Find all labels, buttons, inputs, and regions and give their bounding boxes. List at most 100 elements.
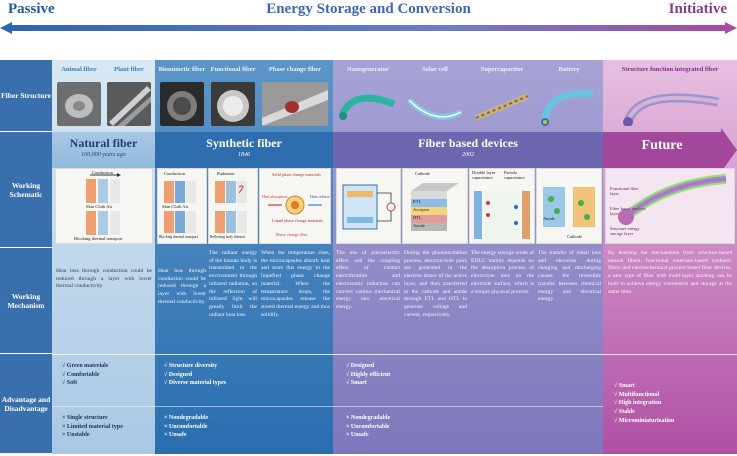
radiation-diagram bbox=[215, 181, 247, 233]
integrated-fiber bbox=[623, 93, 719, 126]
structure-functional-fiber: Functional fiber bbox=[208, 62, 258, 128]
solar-cell-diagram bbox=[411, 183, 459, 231]
structure-nanogenerator: Nanogenerator bbox=[335, 62, 401, 128]
label-blocking-thermal-2: Blocking thermal transport bbox=[159, 235, 198, 239]
integrated-fiber-diagram bbox=[618, 174, 727, 225]
phase-change-fiber-micrograph bbox=[262, 82, 328, 126]
era-future-title: Future bbox=[641, 138, 683, 153]
header-right-title: Initiative bbox=[668, 1, 727, 17]
phase-change-diagram bbox=[268, 195, 322, 215]
era-devices-date: 2002 bbox=[462, 152, 474, 158]
rowhead-schematic: Working Schematic bbox=[0, 132, 52, 248]
label-double-layer: Double layer capacitance bbox=[472, 170, 496, 180]
label-functional-layer: Functional fiber layer bbox=[610, 186, 639, 196]
structure-battery: Battery bbox=[536, 62, 602, 128]
label-cathode: Cathode bbox=[415, 171, 430, 176]
passive-initiative-arrow bbox=[0, 22, 737, 34]
era-devices-title: Fiber based devices bbox=[418, 136, 518, 150]
label-skin-cloth-air-2: Skin Cloth Air bbox=[162, 204, 189, 209]
mechanism-solar-cell: During the photoexcitation process, elec… bbox=[404, 250, 467, 318]
label-heat-release: Heat release bbox=[310, 194, 330, 199]
era-synthetic: Synthetic fiber 1846 bbox=[155, 132, 333, 168]
era-future-arrow bbox=[603, 128, 737, 172]
era-synthetic-date: 1846 bbox=[238, 152, 250, 158]
era-devices: Fiber based devices 2002 bbox=[333, 132, 603, 168]
schematic-functional: Radiation Reflecting body thermal bbox=[208, 168, 258, 244]
label-htl: HTL bbox=[413, 215, 422, 220]
schematic-phase-change: Solid phase change materials Heat absorp… bbox=[259, 168, 331, 244]
header-center-title: Energy Storage and Conversion bbox=[266, 1, 471, 17]
advantages-synthetic: √ Structure diversity √ Designed √ Diver… bbox=[164, 363, 227, 387]
rowhead-mechanism: Working Mechanism bbox=[0, 248, 52, 354]
structure-supercapacitor: Supercapacitor bbox=[469, 62, 535, 128]
label-blocking-thermal: Blocking thermal transport bbox=[74, 236, 123, 241]
mechanism-phase-change: When the temperature rises, the microcap… bbox=[261, 250, 330, 318]
plant-fiber-micrograph bbox=[107, 82, 151, 126]
header-left-title: Passive bbox=[8, 1, 55, 17]
mechanism-natural: Heat loss through conduction could be re… bbox=[56, 268, 152, 290]
label-skin-cloth-air: Skin Cloth Air bbox=[86, 204, 113, 209]
biomimetic-fiber-micrograph bbox=[160, 82, 204, 126]
label-anode: Anode bbox=[413, 223, 425, 228]
mechanism-functional: The radiant energy of the human body is … bbox=[209, 250, 257, 318]
rowhead-advantage: Advantage and Disadvantage bbox=[0, 354, 52, 454]
structure-biomimetic-fiber: Biomimetic fiber bbox=[157, 62, 207, 128]
battery-fiber bbox=[541, 90, 594, 126]
advantages-natural: √ Green materials √ Comfortable √ Soft bbox=[62, 363, 109, 387]
schematic-solar-cell: Cathode ETL Acceptor HTL Anode bbox=[402, 168, 468, 244]
biomimetic-conduction-diagram bbox=[164, 181, 196, 233]
functional-fiber-micrograph bbox=[211, 82, 255, 126]
disadvantages-natural: × Single structure × Limited material ty… bbox=[62, 415, 123, 439]
label-device-layer: Fiber based devices layer bbox=[610, 206, 646, 216]
disadvantages-devices: × Nondegradable × Uncomfortable × Unsafe bbox=[346, 415, 391, 439]
era-natural-date: 100,000 years ago bbox=[81, 152, 126, 158]
mechanism-battery: The transfer of metal ions and electrons… bbox=[538, 250, 601, 303]
disadvantages-synthetic: × Nondegradable × Uncomfortable × Unsafe bbox=[164, 415, 209, 439]
structure-integrated-fiber: Structure function integrated fiber bbox=[605, 62, 735, 128]
advantages-devices: √ Designed √ Highly efficient √ Smart bbox=[346, 363, 391, 387]
label-solid-phase: Solid phase change materials bbox=[272, 172, 321, 177]
mechanism-nanogenerator: The use of piezoelectric effect and the … bbox=[336, 250, 400, 311]
nanogenerator-fiber bbox=[338, 94, 396, 120]
schematic-synthetic-conduction: Conduction Skin Cloth Air Blocking therm… bbox=[157, 168, 207, 244]
advantages-future: √ Smart √ Multifunctional √ High integra… bbox=[614, 383, 675, 424]
supercapacitor-fiber bbox=[474, 93, 530, 121]
label-liquid-phase: Liquid phase change materials bbox=[272, 218, 324, 223]
structure-plant-fiber: Plant fiber bbox=[104, 62, 154, 128]
rowhead-structure: Fiber Structure bbox=[0, 60, 52, 132]
schematic-future: Functional fiber layer Fiber based devic… bbox=[605, 168, 735, 244]
label-storage-layer: Structure energy storage layer bbox=[610, 226, 640, 236]
animal-fiber-micrograph bbox=[57, 82, 101, 126]
divider-disadv bbox=[52, 406, 603, 407]
era-future: Future bbox=[603, 134, 721, 170]
schematic-supercapacitor: Double layer capacitance Pseudo capacita… bbox=[469, 168, 535, 244]
schematic-battery: Anode Cathode bbox=[536, 168, 602, 244]
divider-adv bbox=[52, 354, 737, 355]
label-cathode-battery: Cathode bbox=[567, 234, 582, 239]
label-conduction: Conduction bbox=[92, 170, 113, 175]
mechanism-biomimetic: Heat loss through conduction could be re… bbox=[158, 268, 206, 305]
structure-phase-change-fiber: Phase change fiber bbox=[259, 62, 331, 128]
label-radiation: Radiation bbox=[217, 171, 235, 176]
era-synthetic-title: Synthetic fiber bbox=[206, 136, 282, 150]
mechanism-supercapacitor: The energy storage mode of EDLC mainly d… bbox=[471, 250, 534, 295]
supercapacitor-diagram bbox=[474, 191, 530, 239]
battery-diagram bbox=[543, 187, 595, 227]
label-reflecting: Reflecting body thermal bbox=[210, 235, 245, 239]
schematic-natural: Conduction Skin Cloth Air Blocking therm… bbox=[55, 168, 153, 244]
label-pseudo: Pseudo capacitance bbox=[504, 170, 525, 180]
label-conduction-2: Conduction bbox=[164, 171, 185, 176]
solar-cell-fiber bbox=[406, 97, 463, 120]
era-natural-title: Natural fiber bbox=[69, 136, 138, 150]
label-etl: ETL bbox=[413, 199, 422, 204]
schematic-nanogenerator bbox=[336, 168, 401, 244]
nanogenerator-diagram bbox=[342, 184, 396, 230]
mechanism-future: By learning the mechanisms from structur… bbox=[608, 250, 732, 295]
label-anode-battery: Anode bbox=[543, 216, 555, 221]
structure-solar-cell: Solar cell bbox=[402, 62, 468, 128]
label-acceptor: Acceptor bbox=[413, 207, 430, 212]
label-heat-absorption: Heat absorption bbox=[262, 194, 288, 199]
conduction-diagram bbox=[86, 173, 121, 235]
structure-animal-fiber: Animal fiber bbox=[54, 62, 104, 128]
label-phase-change-fiber: Phase change fiber bbox=[276, 232, 308, 237]
